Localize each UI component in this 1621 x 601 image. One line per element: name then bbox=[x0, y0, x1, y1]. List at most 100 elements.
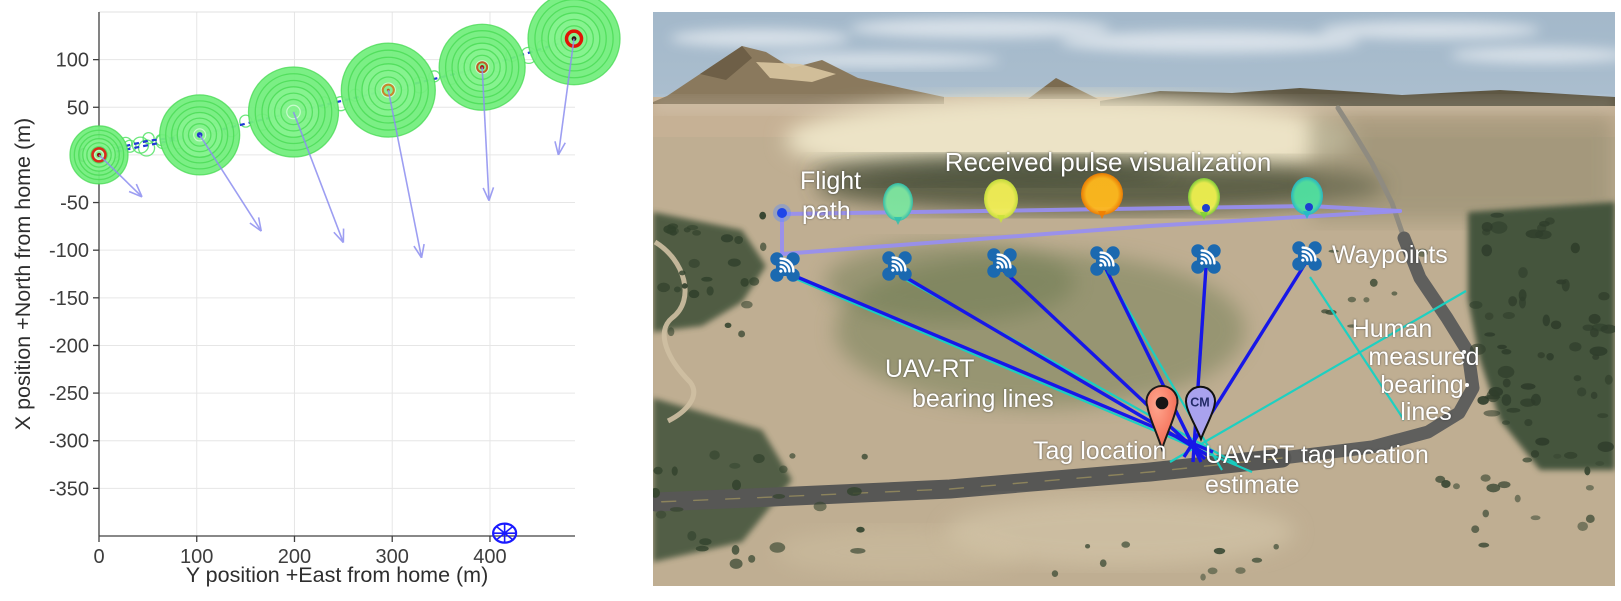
tree-dot bbox=[1484, 332, 1496, 337]
tree-dot bbox=[653, 487, 660, 498]
tree-dot bbox=[1588, 313, 1601, 324]
tree-dot bbox=[1471, 525, 1480, 534]
tree-dot bbox=[673, 286, 681, 293]
marsh-band-dark bbox=[810, 155, 1170, 185]
estimate-pin: CM bbox=[1185, 385, 1216, 442]
pulse-blob bbox=[984, 179, 1018, 219]
cluster-ring bbox=[159, 94, 241, 176]
tree-dot bbox=[1589, 346, 1608, 357]
green-patch-2 bbox=[825, 242, 1075, 322]
tree-dot bbox=[1569, 342, 1582, 352]
right-scrub bbox=[1310, 115, 1615, 220]
cluster-ring bbox=[367, 69, 409, 111]
tree-dot bbox=[655, 510, 667, 519]
label-estimate-line2: estimate bbox=[1205, 471, 1299, 499]
uav-bearing-line bbox=[1191, 266, 1208, 463]
heading-arrow bbox=[481, 67, 495, 201]
pulse-clusters bbox=[69, 0, 621, 185]
pulse-cluster-4 bbox=[340, 42, 436, 138]
cluster-ring bbox=[560, 25, 588, 53]
tree-dot bbox=[772, 493, 786, 499]
tree-dot bbox=[1597, 441, 1614, 452]
trees-bottom-left bbox=[653, 398, 792, 562]
tree-dot bbox=[734, 235, 744, 245]
tree-dot bbox=[1506, 407, 1521, 413]
arrow-shaft bbox=[557, 38, 575, 156]
tree-dot bbox=[1497, 344, 1507, 350]
tree-dot bbox=[1535, 437, 1550, 446]
y-tick-label: -100 bbox=[49, 240, 89, 262]
cluster-ring bbox=[261, 79, 326, 145]
arrow-head bbox=[488, 187, 495, 201]
tree-dot bbox=[681, 283, 688, 289]
tree-dot bbox=[1121, 541, 1131, 548]
cluster-ring-light bbox=[380, 82, 396, 98]
tree-dot bbox=[1591, 323, 1608, 332]
tree-dot bbox=[687, 530, 697, 541]
center-orange-ring bbox=[381, 83, 395, 97]
pulse-cluster-5 bbox=[438, 23, 526, 111]
label-human-line3: bearing bbox=[1380, 371, 1463, 399]
tree-dot bbox=[769, 542, 786, 553]
pulse-blob bbox=[1081, 173, 1123, 215]
tree-dot bbox=[1363, 297, 1370, 303]
tree-dot bbox=[1501, 394, 1512, 406]
tree-dot bbox=[1577, 387, 1587, 397]
tree-dot bbox=[1321, 309, 1330, 314]
tree-dot bbox=[1490, 221, 1508, 234]
cluster-ring bbox=[374, 76, 403, 104]
tree-dot bbox=[729, 558, 743, 569]
tree-dot bbox=[1328, 249, 1339, 253]
tree-dot bbox=[861, 453, 868, 460]
arrow-head bbox=[420, 243, 425, 258]
mountains bbox=[653, 46, 1615, 114]
tree-dot bbox=[731, 545, 740, 555]
cluster-ring bbox=[254, 73, 333, 151]
tree-dot bbox=[699, 538, 712, 546]
tree-dot bbox=[1207, 567, 1218, 575]
cluster-ring-light bbox=[286, 104, 301, 120]
tree-dot bbox=[666, 227, 679, 236]
tree-dot bbox=[1051, 570, 1059, 577]
pulse-blob bbox=[1291, 177, 1323, 215]
x-tick-label: 100 bbox=[180, 546, 213, 568]
tree-dot bbox=[1417, 248, 1428, 257]
tree-dot bbox=[671, 466, 678, 476]
tree-dot bbox=[741, 300, 753, 309]
tree-dot bbox=[1099, 559, 1107, 568]
pulse-blob-tail bbox=[894, 217, 902, 225]
tree-dot bbox=[731, 479, 742, 491]
tree-dot bbox=[1478, 542, 1490, 548]
center-red-ring bbox=[91, 147, 107, 163]
x-tick-label: 200 bbox=[278, 546, 311, 568]
cluster-ring bbox=[247, 66, 340, 158]
label-estimate-line1: UAV-RT tag location bbox=[1205, 441, 1429, 469]
pulse-blob-tail bbox=[1098, 211, 1106, 219]
cluster-ring bbox=[444, 30, 520, 105]
tree-dot bbox=[1570, 242, 1580, 254]
human-bearing-line bbox=[1309, 276, 1405, 421]
arrow-head bbox=[557, 142, 566, 156]
heading-arrow bbox=[292, 111, 345, 244]
tree-dot bbox=[1553, 453, 1562, 459]
x-tick-label: 300 bbox=[376, 546, 409, 568]
tree-dot bbox=[1200, 573, 1206, 581]
marker-circle bbox=[492, 522, 518, 544]
tree-dot bbox=[688, 258, 700, 268]
cluster-ring-light bbox=[94, 149, 104, 160]
tree-dot bbox=[1347, 296, 1357, 303]
cluster-ring bbox=[463, 48, 501, 86]
tree-dot bbox=[1481, 244, 1493, 257]
tree-dot bbox=[1582, 324, 1594, 331]
tree-dot bbox=[1514, 494, 1521, 503]
tree-dot bbox=[679, 270, 686, 276]
tree-dot bbox=[1213, 547, 1226, 555]
tree-dot bbox=[1520, 383, 1536, 390]
cluster-ring-light bbox=[193, 128, 207, 142]
arrow-head bbox=[257, 217, 263, 232]
tree-dot bbox=[720, 234, 734, 243]
label-tag-location: Tag location bbox=[1033, 437, 1166, 465]
tree-dot bbox=[1347, 324, 1358, 328]
tree-dot bbox=[724, 322, 732, 328]
